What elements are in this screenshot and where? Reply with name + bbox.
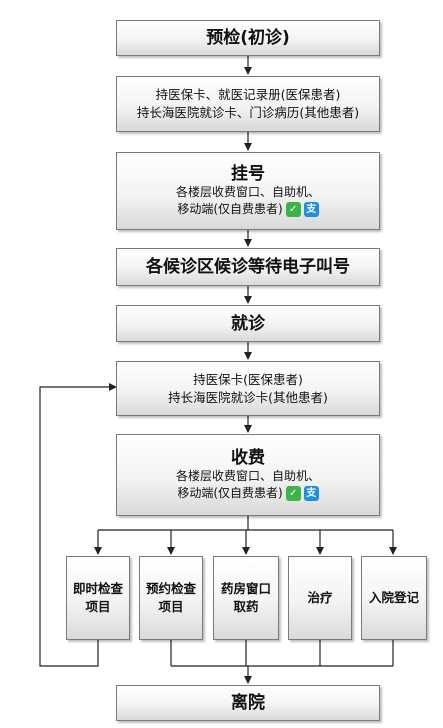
pay-line-1: 各楼层收费窗口、自助机、 (175, 469, 320, 483)
pay-line-2-row: 移动端(仅自费患者) ✓ 支 (177, 485, 319, 502)
consult-label: 就诊 (231, 313, 265, 334)
register-box: 挂号 各楼层收费窗口、自助机、 移动端(仅自费患者) ✓ 支 (116, 152, 380, 230)
pay-box: 收费 各楼层收费窗口、自助机、 移动端(仅自费患者) ✓ 支 (116, 434, 380, 516)
option-4-line-1: 治疗 (307, 590, 333, 605)
option-1-line-2: 项目 (85, 599, 111, 614)
leave-label: 离院 (231, 693, 265, 713)
documents-box: 持医保卡、就医记录册(医保患者) 持长海医院就诊卡、门诊病历(其他患者) (116, 76, 380, 132)
leave-box: 离院 (116, 685, 380, 721)
option-5-line-1: 入院登记 (368, 590, 419, 605)
option-3-line-2: 取药 (233, 599, 259, 614)
option-1-line-1: 即时检查 (72, 581, 123, 596)
wait-box: 各候诊区候诊等待电子叫号 (116, 248, 380, 286)
wechat-pay-icon: ✓ (285, 486, 301, 501)
pre-check-box: 预检(初诊) (116, 20, 380, 56)
wait-label: 各候诊区候诊等待电子叫号 (146, 257, 350, 277)
alipay-icon: 支 (303, 486, 319, 501)
documents-line-1: 持医保卡、就医记录册(医保患者) (155, 87, 341, 102)
register-line-2: 移动端(仅自费患者) (177, 202, 283, 216)
option-admission: 入院登记 (361, 556, 427, 640)
pay-title: 收费 (231, 448, 265, 468)
card-box: 持医保卡(医保患者) 持长海医院就诊卡(其他患者) (116, 361, 380, 416)
documents-line-2: 持长海医院就诊卡、门诊病历(其他患者) (136, 105, 360, 120)
option-2-line-2: 项目 (158, 599, 184, 614)
option-2-line-1: 预约检查 (145, 581, 196, 596)
consult-box: 就诊 (116, 305, 380, 342)
pre-check-label: 预检(初诊) (206, 28, 290, 48)
option-scheduled-check: 预约检查 项目 (139, 556, 203, 640)
feedback-loop (39, 383, 117, 667)
card-line-1: 持医保卡(医保患者) (193, 371, 303, 387)
register-title: 挂号 (231, 164, 265, 184)
option-pharmacy: 药房窗口 取药 (213, 556, 279, 640)
card-line-2: 持长海医院就诊卡(其他患者) (168, 389, 328, 405)
option-treatment: 治疗 (288, 556, 352, 640)
alipay-icon: 支 (303, 202, 319, 217)
option-3-line-1: 药房窗口 (220, 581, 271, 596)
register-line-1: 各楼层收费窗口、自助机、 (175, 185, 320, 199)
pay-line-2: 移动端(仅自费患者) (177, 486, 283, 500)
option-instant-check: 即时检查 项目 (66, 556, 130, 640)
wechat-pay-icon: ✓ (285, 202, 301, 217)
register-line-2-row: 移动端(仅自费患者) ✓ 支 (177, 201, 319, 218)
